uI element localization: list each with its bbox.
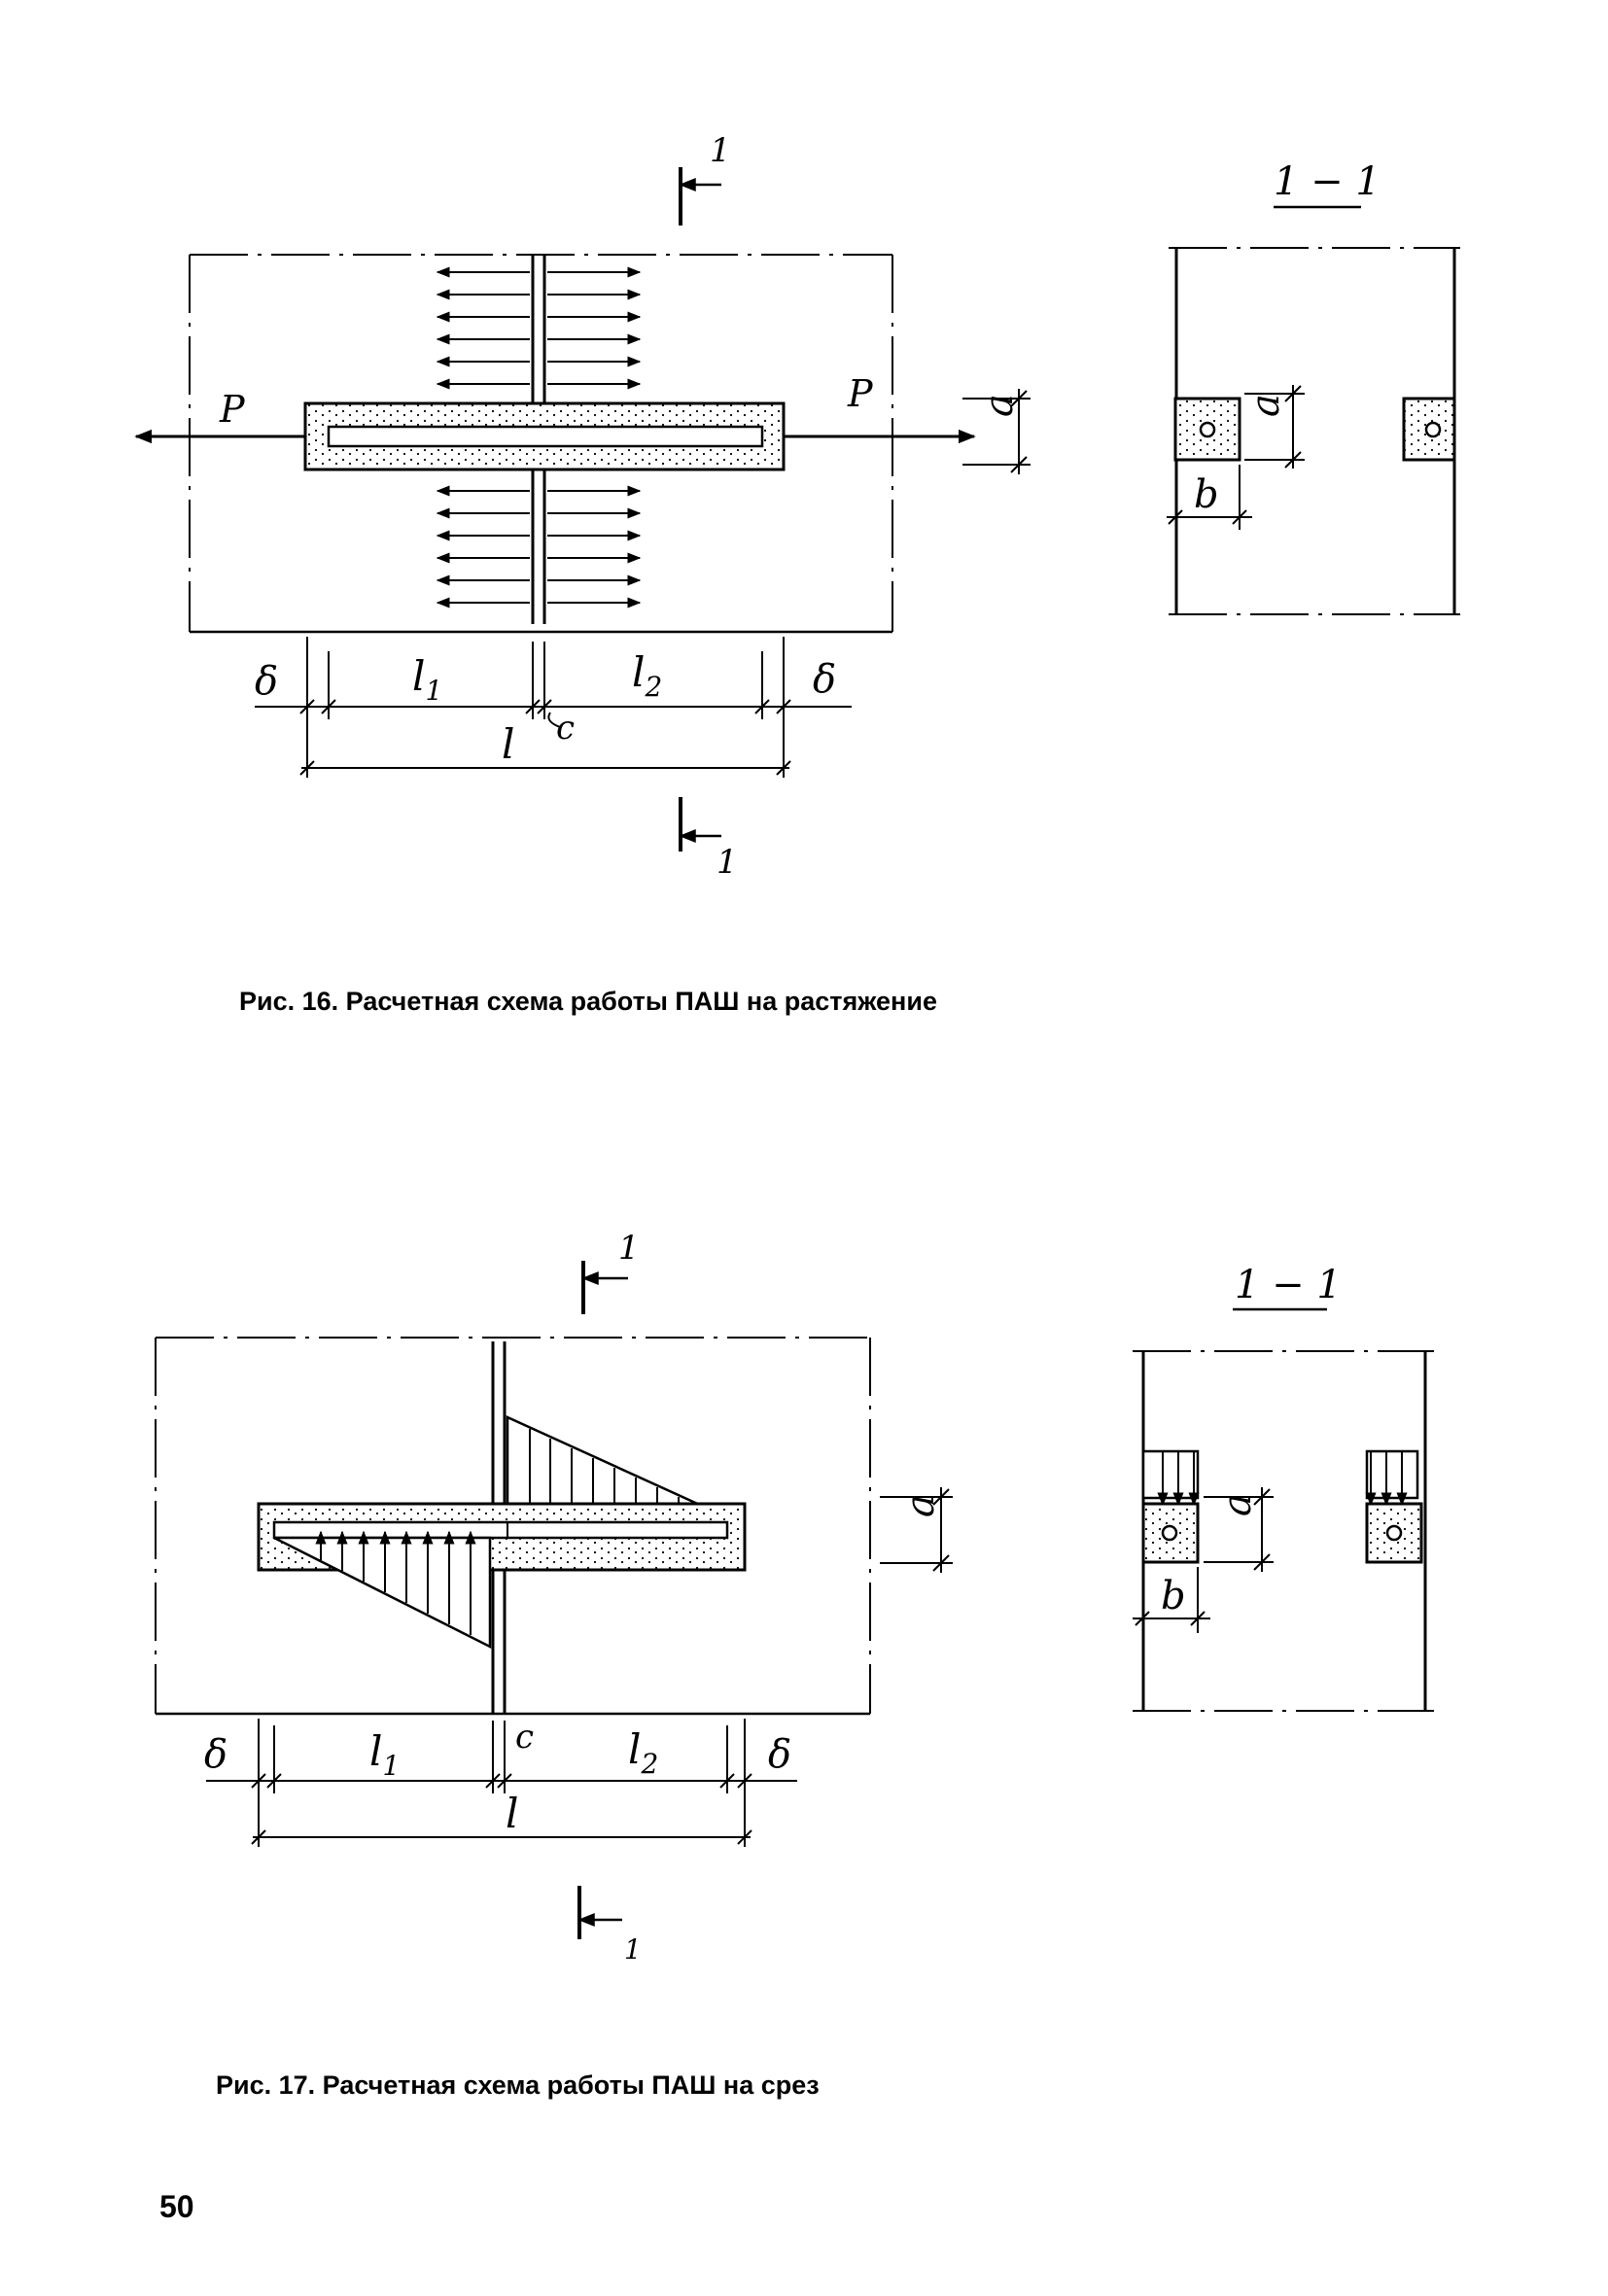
- dim-a-label: a: [977, 394, 1022, 417]
- l1-label: l1: [412, 652, 442, 707]
- section-mark-top-17: [581, 1261, 628, 1314]
- section-mark-top-label: 1: [710, 131, 731, 170]
- page-number: 50: [159, 2189, 194, 2224]
- section-mark-bottom-17: [577, 1886, 622, 1939]
- delta-left-label: δ: [255, 659, 278, 704]
- l-label: l: [502, 720, 514, 768]
- section-dim-b-label: b: [1194, 472, 1219, 517]
- figure-17-plan: [155, 1261, 953, 1939]
- figure-17-labels: 1 1 a δ δ l1 l2 l c 1 − 1 a b: [204, 1229, 1342, 1966]
- delta-left-label-17: δ: [204, 1732, 227, 1777]
- figure-16-caption: Рис. 16. Расчетная схема работы ПАШ на р…: [239, 987, 937, 1016]
- l2-label: l2: [632, 648, 662, 703]
- dimension-lines-16: [255, 637, 852, 778]
- dimension-lines-17: [206, 1719, 797, 1847]
- delta-right-label: δ: [813, 657, 836, 702]
- delta-right-label-17: δ: [768, 1732, 791, 1777]
- figure-17-caption: Рис. 17. Расчетная схема работы ПАШ на с…: [216, 2070, 820, 2100]
- figure-16-labels: 1 1 P P a δ δ l1 l2 l c 1 − 1 a b: [219, 131, 1381, 882]
- section-title-16: 1 − 1: [1274, 159, 1381, 204]
- figure-16-section: [1167, 205, 1460, 615]
- l2-label-17: l2: [628, 1725, 658, 1780]
- l1-label-17: l1: [369, 1727, 400, 1782]
- tension-arrows-upper: [436, 266, 642, 390]
- figure-17-section: [1133, 1307, 1434, 1712]
- section-mark-bottom: [679, 797, 721, 852]
- c-label-17: c: [515, 1718, 534, 1757]
- section-mark-top: [679, 167, 721, 226]
- tension-arrows-lower: [436, 485, 642, 609]
- force-p-left-label: P: [219, 388, 246, 431]
- section-mark-bottom-label-17: 1: [624, 1933, 642, 1966]
- section-title-17: 1 − 1: [1235, 1263, 1342, 1307]
- section-mark-bottom-label: 1: [717, 843, 738, 882]
- section-dim-a-label: a: [1243, 394, 1288, 417]
- c-label: c: [556, 709, 575, 748]
- l-label-17: l: [506, 1790, 518, 1837]
- section-mark-top-label-17: 1: [618, 1229, 640, 1268]
- figure-16-plan: [134, 167, 1031, 852]
- section-dim-b-label-17: b: [1161, 1574, 1186, 1618]
- force-p-right-label: P: [847, 372, 874, 415]
- dim-a-label-17: a: [898, 1494, 943, 1517]
- section-dim-a-label-17: a: [1215, 1493, 1260, 1516]
- shear-arrows-lower: [315, 1530, 476, 1635]
